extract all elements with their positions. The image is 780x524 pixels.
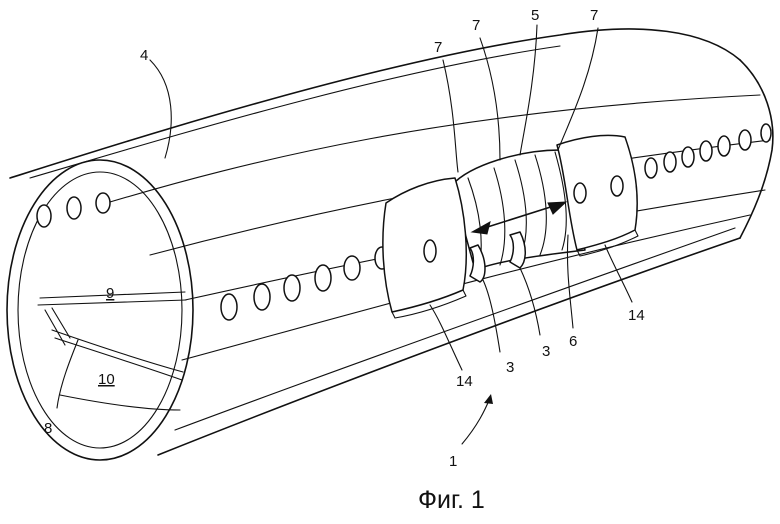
leader-lines	[56, 24, 633, 445]
label-4: 4	[140, 47, 148, 64]
label-6: 6	[569, 333, 577, 350]
label-14-right: 14	[628, 307, 645, 324]
front-ring	[6, 159, 194, 461]
frame-segment-right	[556, 134, 639, 257]
label-5: 5	[531, 7, 539, 24]
label-7-middle: 7	[472, 17, 480, 34]
window-row-front	[220, 246, 390, 321]
label-7-right: 7	[590, 7, 598, 24]
frame-segment-left	[382, 177, 467, 319]
displacement-arrow	[470, 201, 568, 235]
label-1: 1	[449, 453, 457, 470]
window-row-rear	[36, 192, 111, 228]
window-row-right	[617, 123, 772, 195]
floor-structure	[37, 291, 187, 411]
label-9: 9	[106, 285, 114, 302]
label-7-left: 7	[434, 39, 442, 56]
reference-labels: 4 7 7 5 7 9 10 8 14 3 3 6 14 1	[44, 7, 645, 470]
figure-caption: Фиг. 1	[418, 486, 485, 514]
label-3-right: 3	[542, 343, 550, 360]
label-8: 8	[44, 420, 52, 437]
label-10: 10	[98, 371, 115, 388]
label-3-left: 3	[506, 359, 514, 376]
label-14-left: 14	[456, 373, 473, 390]
